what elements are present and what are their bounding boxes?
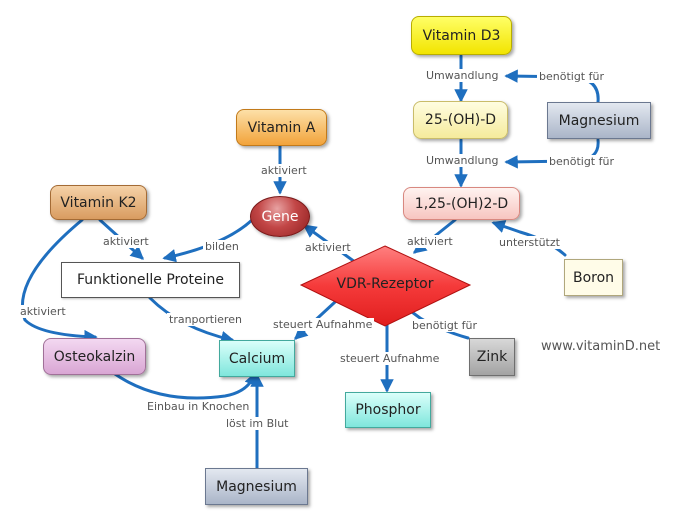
- edge-label-einbau-in-knochen: Einbau in Knochen: [145, 400, 252, 413]
- node-osteokalzin[interactable]: Osteokalzin: [43, 338, 146, 375]
- edge-label-aktiviert-k2-proteine: aktiviert: [101, 235, 151, 248]
- node-vitamin-d3[interactable]: Vitamin D3: [411, 16, 512, 55]
- edge-label-aktiviert-k2-osteo: aktiviert: [18, 305, 68, 318]
- node-25-oh-d[interactable]: 25-(OH)-D: [413, 101, 508, 139]
- edge-label-benoetigt-fuer-1: benötigt für: [537, 70, 606, 83]
- edge-label-aktiviert-d-vdr: aktiviert: [405, 235, 455, 248]
- vdr-rezeptor-shape: [299, 245, 472, 327]
- node-zink[interactable]: Zink: [469, 338, 515, 376]
- node-boron[interactable]: Boron: [564, 259, 623, 296]
- node-vitamin-a[interactable]: Vitamin A: [236, 109, 327, 146]
- node-1-25-oh2-d[interactable]: 1,25-(OH)2-D: [403, 187, 520, 220]
- edge-label-aktiviert-vitamin-a: aktiviert: [259, 164, 309, 177]
- node-magnesium-bottom[interactable]: Magnesium: [205, 468, 308, 505]
- edge-label-tranportieren: tranportieren: [167, 313, 244, 326]
- node-phosphor[interactable]: Phosphor: [345, 392, 431, 428]
- edge-label-umwandlung-1: Umwandlung: [424, 69, 501, 82]
- node-gene[interactable]: Gene: [250, 196, 310, 237]
- node-calcium[interactable]: Calcium: [219, 340, 295, 377]
- node-magnesium-top[interactable]: Magnesium: [547, 102, 651, 139]
- edge-label-benoetigt-fuer-zink: benötigt für: [410, 319, 479, 332]
- edge-label-steuert-aufnahme-ca: steuert Aufnahme: [271, 318, 375, 331]
- edge-label-bilden: bilden: [203, 240, 241, 253]
- watermark-url: www.vitaminD.net: [541, 339, 661, 354]
- edge-label-benoetigt-fuer-2: benötigt für: [547, 155, 616, 168]
- edge-label-loest-im-blut: löst im Blut: [224, 417, 291, 430]
- edge-label-umwandlung-2: Umwandlung: [424, 154, 501, 167]
- node-funktionelle-proteine[interactable]: Funktionelle Proteine: [61, 262, 240, 298]
- node-vitamin-k2[interactable]: Vitamin K2: [50, 185, 147, 220]
- edge-label-steuert-aufnahme-p: steuert Aufnahme: [338, 352, 442, 365]
- edge-label-unterstuetzt: unterstützt: [497, 236, 562, 249]
- edge-label-aktiviert-vdr-gene: aktiviert: [303, 241, 353, 254]
- edge-osteokalzin-to-calcium: [113, 371, 258, 400]
- vdr-rezeptor-label[interactable]: VDR-Rezeptor: [336, 276, 434, 292]
